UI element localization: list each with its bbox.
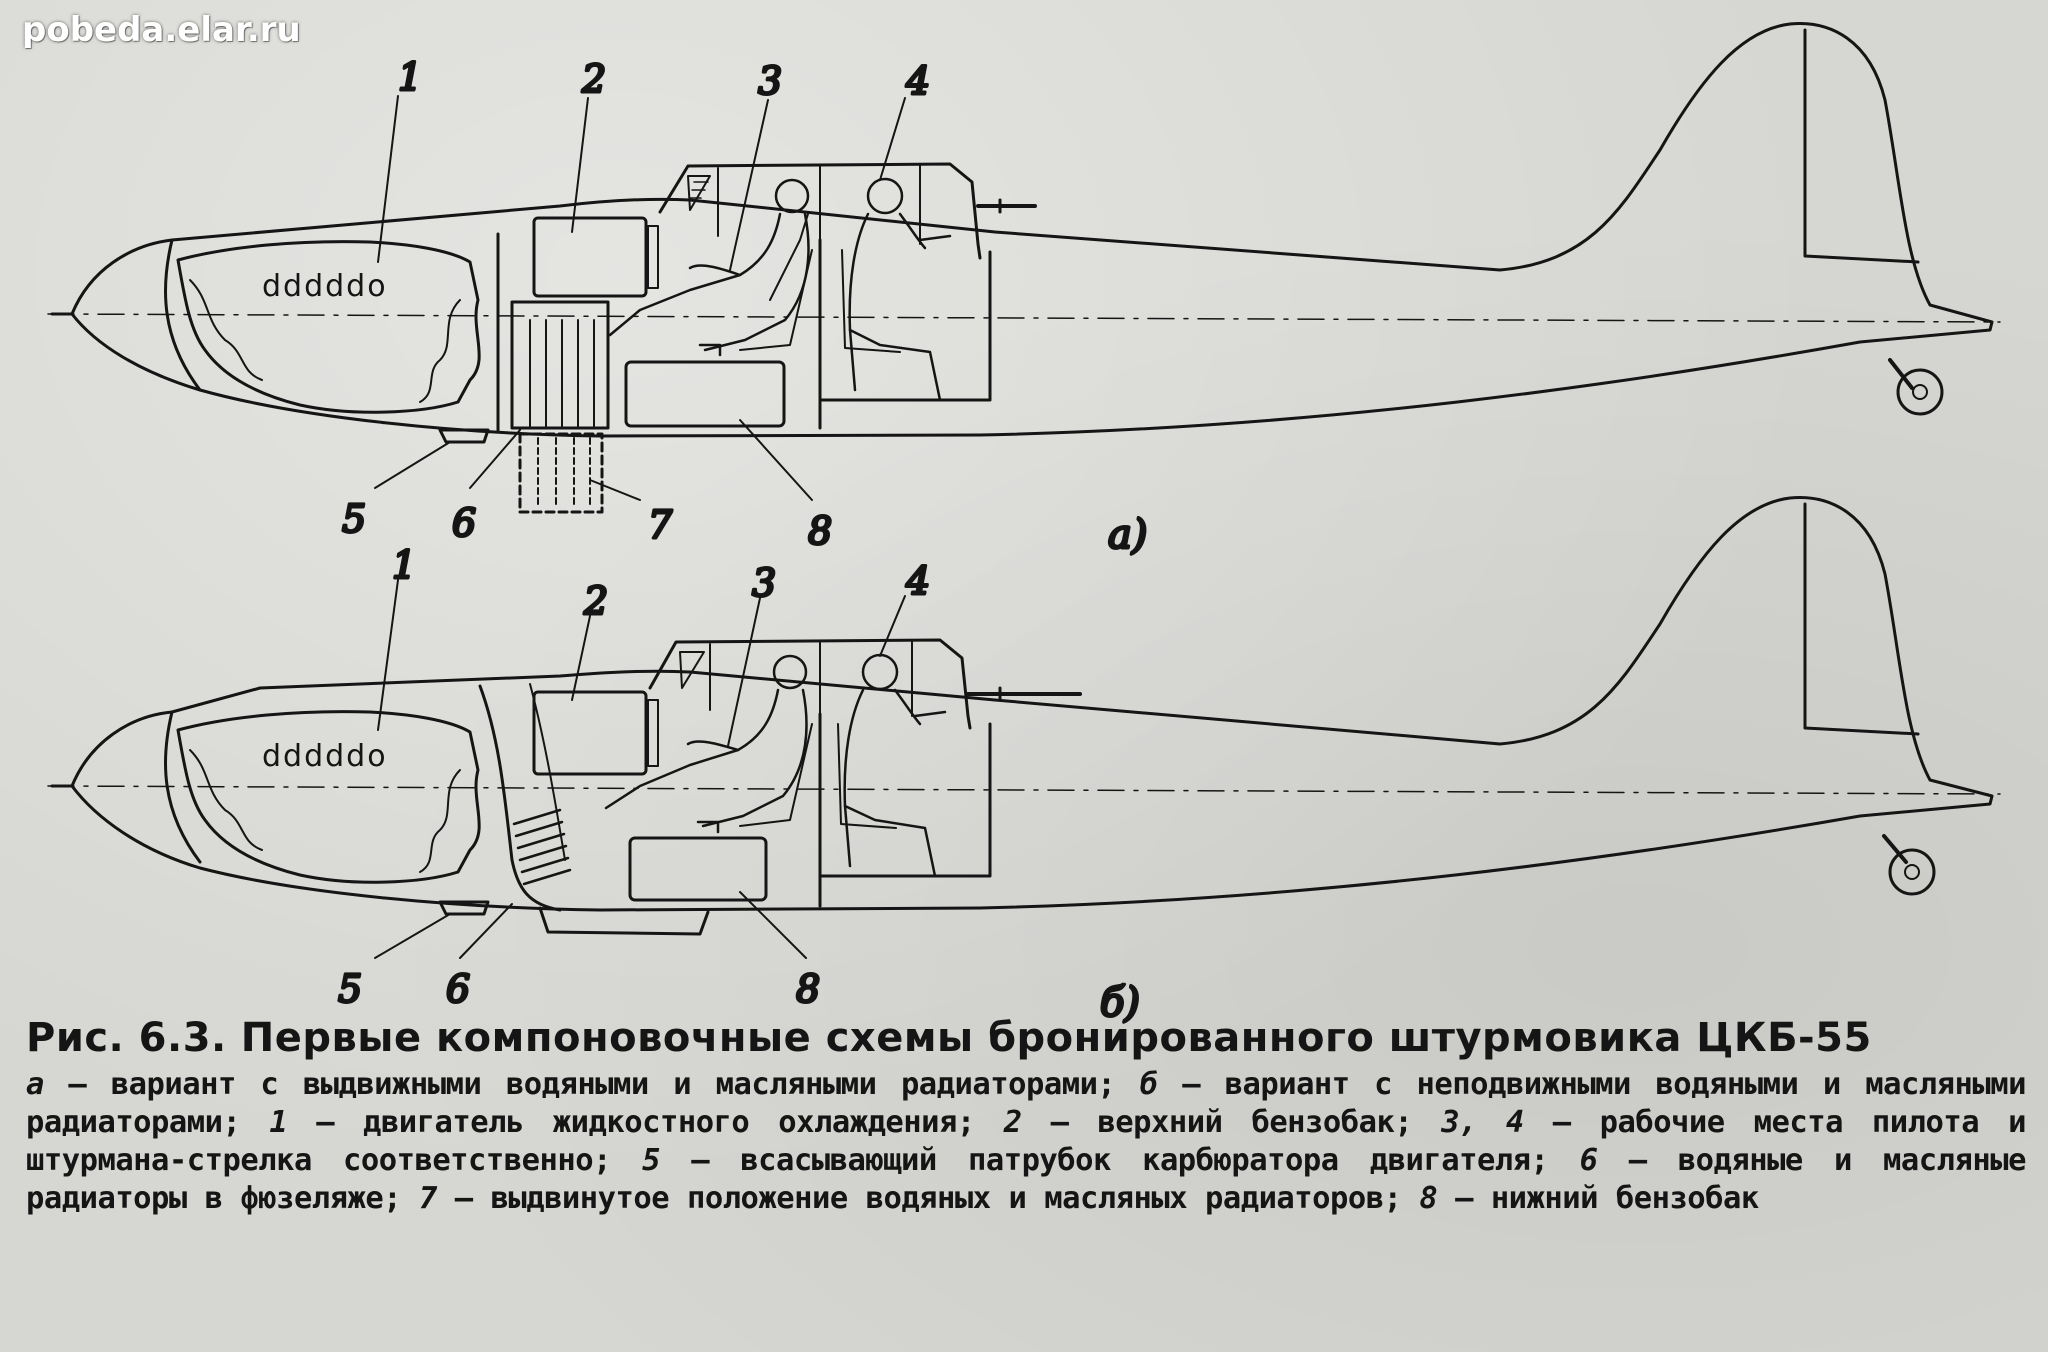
legend-key-7: 7 bbox=[419, 1181, 437, 1216]
callout-b-4: 4 bbox=[905, 559, 930, 603]
panel-a-lower-tank bbox=[624, 360, 786, 428]
panel-b-lower-tank bbox=[628, 836, 768, 902]
figure-title: Первые компоновочные схемы бронированног… bbox=[240, 1015, 1872, 1061]
panel-b-label: б) bbox=[1100, 980, 1140, 1026]
figure-caption: Рис. 6.3. Первые компоновочные схемы брон… bbox=[26, 1012, 2026, 1218]
panel-b-tank-fitting bbox=[647, 699, 659, 767]
panel-b-centerline bbox=[47, 785, 2001, 795]
legend-key-8: 8 bbox=[1419, 1181, 1438, 1216]
legend-text-6: — водяные и масляные радиаторы в фюзеляж… bbox=[26, 1143, 2026, 1216]
panel-a-radiator-fins bbox=[529, 319, 595, 429]
caption-legend: а — вариант с выдвижными водяными и масл… bbox=[26, 1066, 2026, 1218]
panel-b-aircraft: dddddo bbox=[47, 496, 2001, 959]
panel-a-pilot-seat bbox=[739, 249, 813, 351]
callout-b-3: 3 bbox=[752, 561, 776, 605]
callout-a-2: 2 bbox=[581, 57, 606, 101]
panel-b-radiator-fins bbox=[512, 808, 572, 886]
panel-b-pilot-seat bbox=[739, 723, 813, 827]
panel-b-engine-cylinders: dddddo bbox=[262, 739, 388, 774]
callout-a-7: 7 bbox=[648, 503, 673, 547]
legend-key-b: б bbox=[1139, 1067, 1158, 1102]
panel-b-ventral-fairing bbox=[538, 906, 710, 936]
callout-b-5: 5 bbox=[338, 967, 362, 1011]
legend-text-1: — двигатель жидкостного охлаждения; bbox=[316, 1105, 975, 1140]
panel-a-radiator bbox=[510, 300, 610, 430]
panel-a-gunner-seat bbox=[841, 249, 901, 353]
panel-b-windscreen bbox=[679, 651, 705, 689]
panel-b-canopy bbox=[648, 638, 972, 730]
callout-b-8: 8 bbox=[796, 967, 820, 1011]
panel-a-windscreen-hatch bbox=[689, 181, 709, 199]
panel-b-rudder bbox=[1803, 502, 1920, 736]
panel-b-canopy-frames bbox=[709, 641, 913, 717]
panel-a-rudder bbox=[1803, 28, 1920, 264]
panel-b-callouts: 1 2 3 4 5 6 8 б) bbox=[337, 542, 1142, 1028]
panel-a-centerline bbox=[47, 313, 2001, 323]
panel-a-label: а) bbox=[1108, 512, 1147, 558]
panel-a-tail-wheel bbox=[1888, 358, 1944, 416]
panel-a-radiator-extended bbox=[518, 432, 604, 514]
legend-key-6: 6 bbox=[1579, 1143, 1598, 1178]
panel-b-tail-wheel bbox=[1882, 834, 1936, 896]
panel-a-fuselage bbox=[70, 22, 1994, 438]
panel-a-intake bbox=[438, 428, 490, 444]
panel-a-aircraft: dddddo bbox=[47, 22, 2001, 514]
legend-key-3-4: 3, 4 bbox=[1441, 1105, 1524, 1140]
panel-b-gunner bbox=[843, 653, 947, 878]
panel-b-spinner-joint bbox=[164, 710, 202, 864]
legend-text-b: — вариант с неподвижными водяными и масл… bbox=[26, 1067, 2026, 1140]
caption-title-line: Рис. 6.3. Первые компоновочные схемы брон… bbox=[26, 1012, 2026, 1064]
legend-key-1: 1 bbox=[269, 1105, 288, 1140]
legend-text-2: — верхний бензобак; bbox=[1050, 1105, 1413, 1140]
callout-a-8: 8 bbox=[808, 509, 832, 553]
panel-b-cutaway-edge bbox=[189, 749, 263, 851]
panel-a-pilot bbox=[608, 178, 810, 357]
legend-text-5: — всасывающий патрубок карбюратора двига… bbox=[691, 1143, 1549, 1178]
legend-key-5: 5 bbox=[642, 1143, 661, 1178]
legend-text-7: — выдвинутое положение водяных и масляны… bbox=[454, 1181, 1402, 1216]
panel-a-callouts: 1 2 3 4 5 6 7 8 а) bbox=[341, 54, 1149, 560]
panel-b-cabin-armor bbox=[818, 712, 992, 908]
watermark: pobeda.elar.ru bbox=[22, 10, 301, 50]
panel-a-spinner-joint bbox=[164, 238, 202, 392]
panel-a-upper-tank bbox=[532, 216, 648, 298]
panel-a-gunner bbox=[848, 177, 952, 402]
panel-a-radiator-extended-fins bbox=[537, 437, 591, 509]
panel-a-windscreen bbox=[687, 175, 711, 211]
panel-a-leader-lines bbox=[374, 95, 906, 501]
legend-text-3-4: — рабочие места пилота и штурмана-стрелк… bbox=[26, 1105, 2026, 1178]
panel-b-cutaway-edge-right bbox=[419, 769, 461, 873]
callout-b-1: 1 bbox=[392, 543, 416, 587]
callout-b-2: 2 bbox=[583, 579, 608, 623]
panel-b-fuselage bbox=[70, 496, 1994, 912]
panel-b-upper-tank bbox=[532, 690, 648, 776]
legend-key-a: а bbox=[26, 1067, 44, 1102]
callout-a-5: 5 bbox=[342, 497, 366, 541]
legend-text-a: — вариант с выдвижными водяными и маслян… bbox=[68, 1067, 1116, 1102]
panel-b-engine-cowl bbox=[176, 710, 481, 884]
panel-a-cutaway-edge bbox=[189, 279, 263, 381]
panel-a-canopy bbox=[658, 162, 982, 260]
figure-number: Рис. 6.3. bbox=[26, 1015, 227, 1061]
panel-a-engine-cowl bbox=[176, 240, 481, 414]
panel-a-canopy-frames bbox=[717, 165, 921, 245]
callout-a-3: 3 bbox=[758, 59, 782, 103]
panel-b-radiator-duct bbox=[478, 684, 562, 912]
panel-b-intake bbox=[438, 900, 490, 916]
callout-a-6: 6 bbox=[452, 501, 476, 545]
panel-a-engine-cylinders: dddddo bbox=[262, 269, 388, 304]
panel-a-cutaway-edge-right bbox=[419, 299, 461, 403]
callout-a-4: 4 bbox=[905, 59, 930, 103]
legend-key-2: 2 bbox=[1003, 1105, 1022, 1140]
panel-a-cabin-armor bbox=[818, 238, 992, 430]
panel-b-leader-lines bbox=[374, 579, 906, 959]
panel-a-tank-fitting bbox=[647, 225, 659, 289]
legend-text-8: — нижний бензобак bbox=[1455, 1181, 1759, 1216]
panel-b-gunner-seat bbox=[837, 723, 897, 829]
panel-b-pilot bbox=[604, 654, 808, 834]
callout-a-1: 1 bbox=[398, 55, 422, 99]
callout-b-6: 6 bbox=[446, 967, 470, 1011]
